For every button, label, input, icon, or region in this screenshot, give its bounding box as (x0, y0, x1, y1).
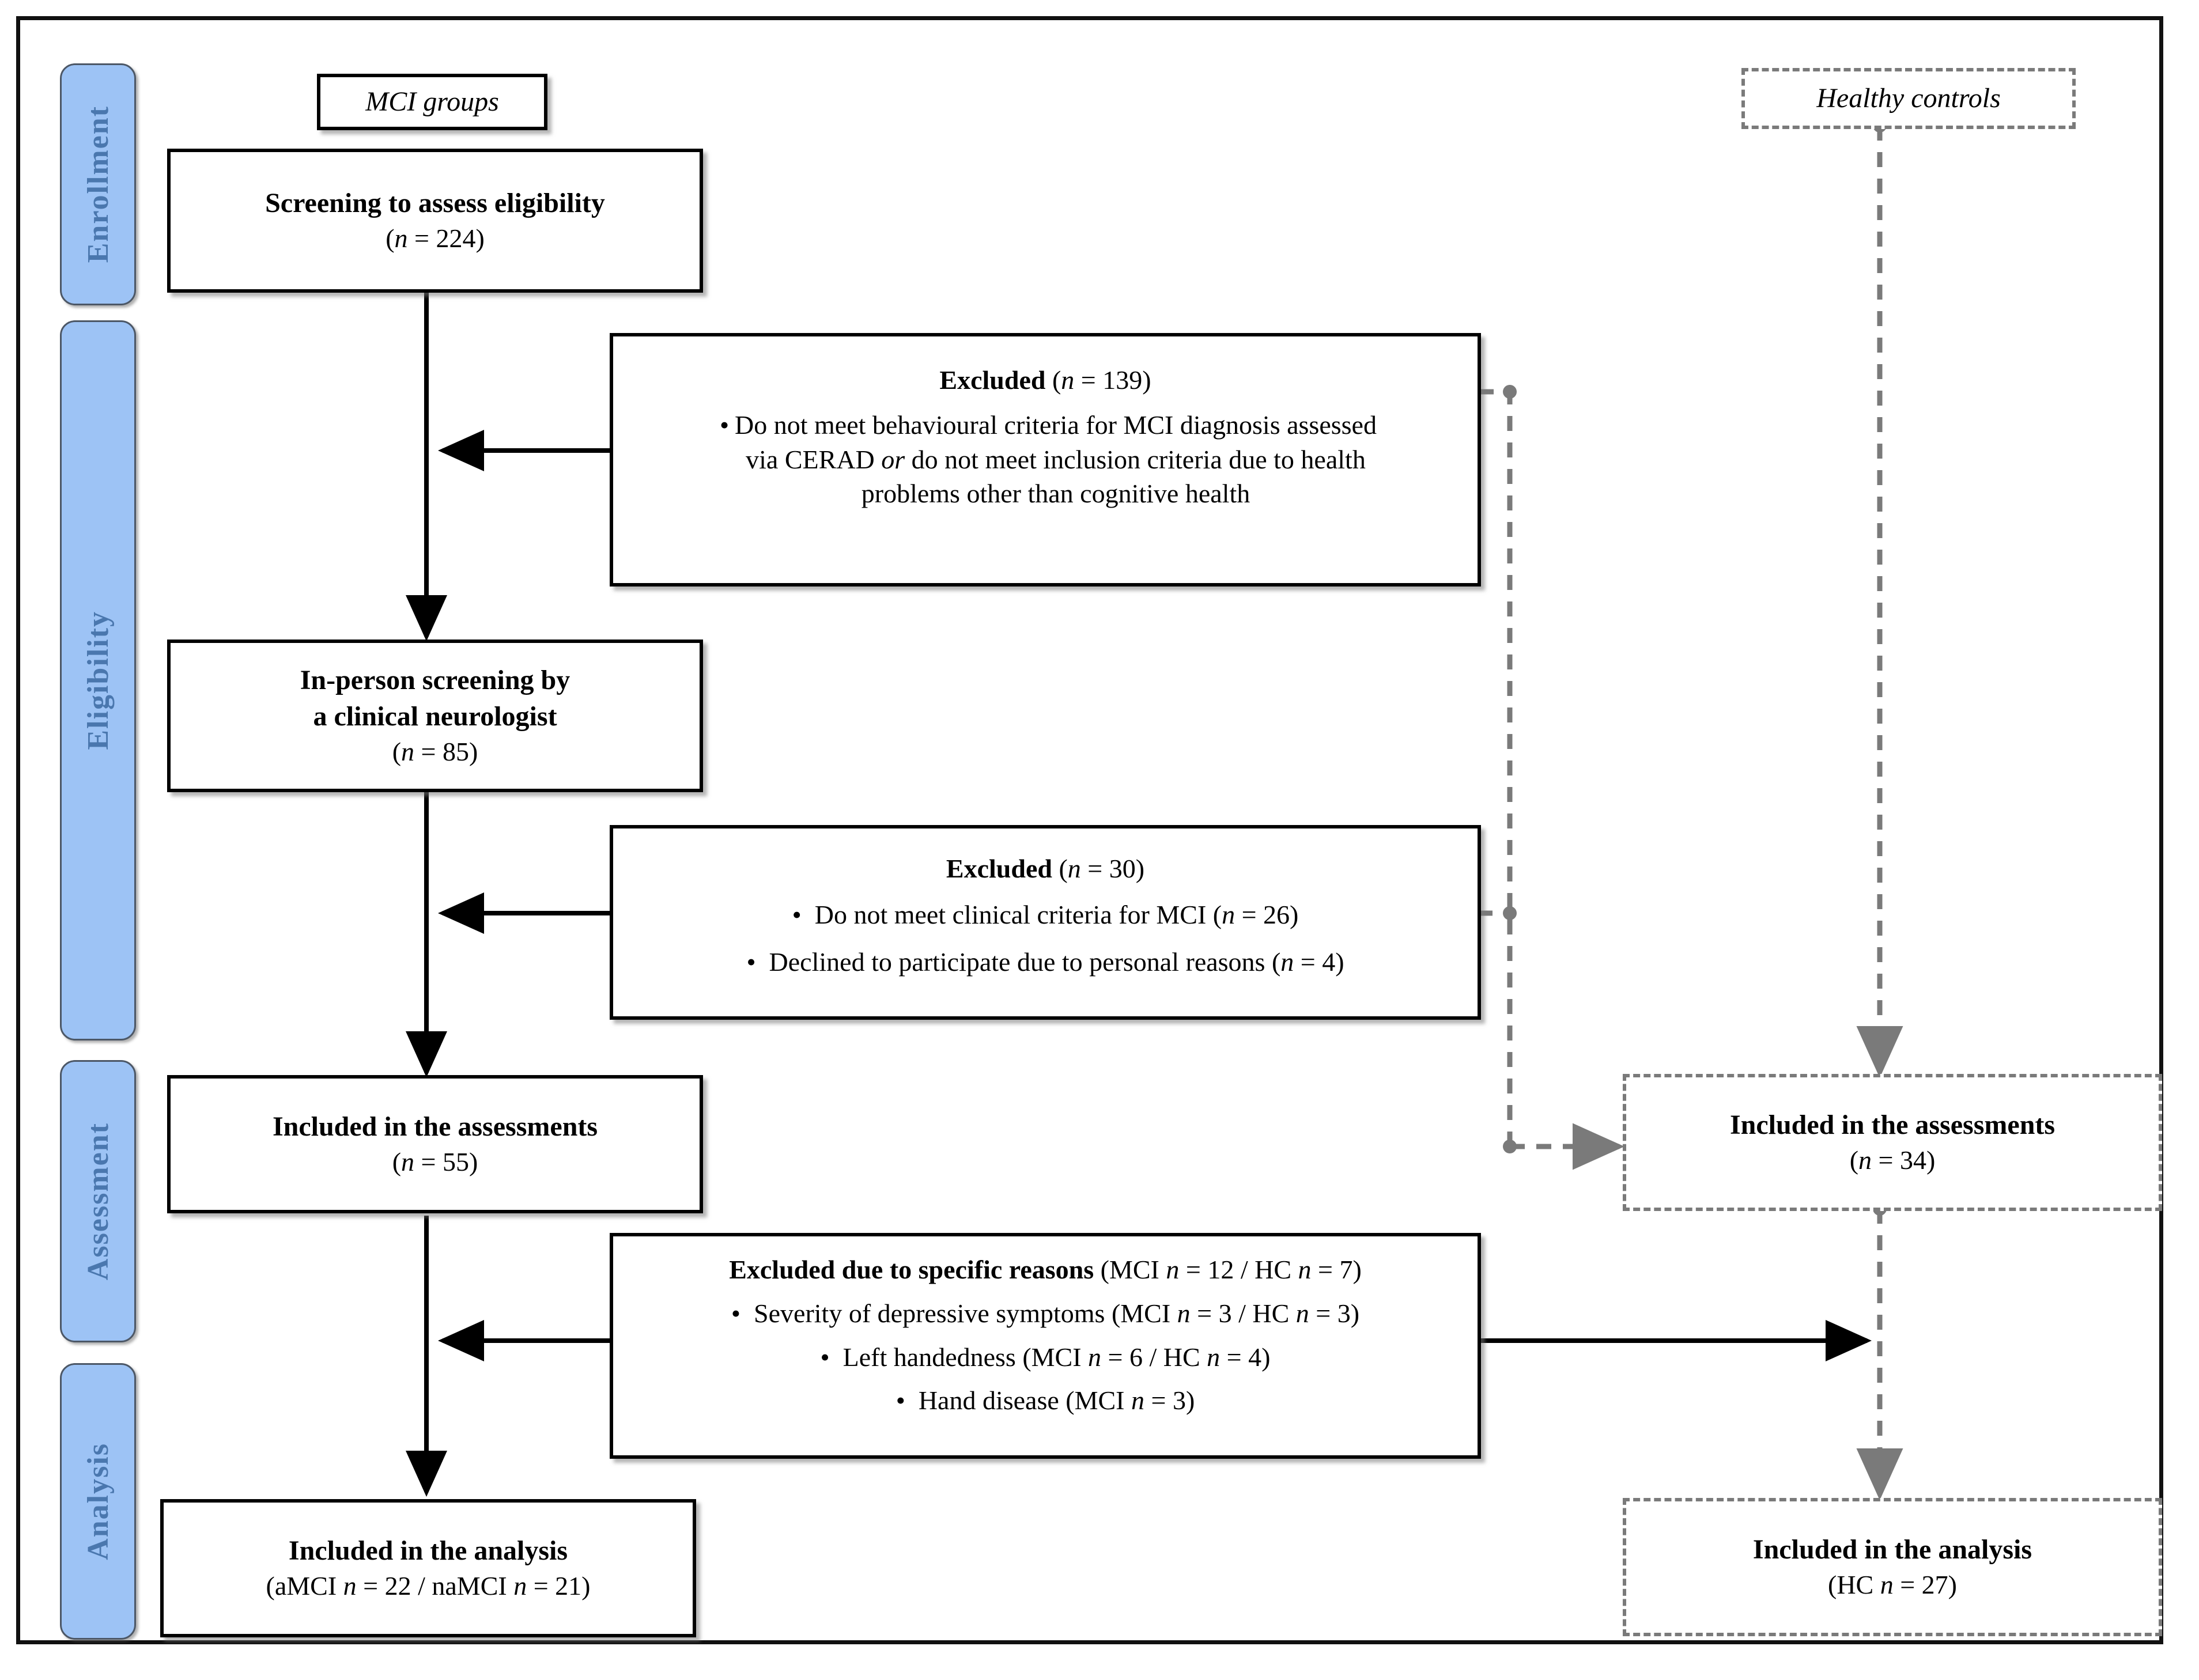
box-excluded-139: Excluded (n = 139) •Do not meet behaviou… (610, 333, 1481, 587)
box-assessments-hc: Included in the assessments (n = 34) (1623, 1074, 2162, 1211)
stage-bar-assessment: Assessment (60, 1060, 136, 1342)
stage-bar-enrollment: Enrollment (60, 63, 136, 305)
mci-groups-label: MCI groups (365, 86, 499, 117)
healthy-controls-label: Healthy controls (1816, 82, 2001, 113)
stage-label-eligibility: Eligibility (81, 611, 115, 750)
excluded-specific-bullet-1: • Severity of depressive symptoms (MCI n… (731, 1298, 1360, 1328)
excluded-specific-bullet-3: • Hand disease (MCI n = 3) (896, 1386, 1195, 1416)
excluded-139-bullet-1: •Do not meet behavioural criteria for MC… (719, 410, 1377, 509)
assessments-hc-title: Included in the assessments (1729, 1109, 2056, 1140)
excluded-139-heading: Excluded (n = 139) (939, 365, 1151, 395)
inperson-title-line1: In-person screening by (300, 665, 570, 696)
stage-label-assessment: Assessment (81, 1122, 115, 1281)
stage-label-enrollment: Enrollment (81, 105, 115, 263)
inperson-count: (n = 85) (392, 736, 478, 766)
analysis-hc-count: (HC n = 27) (1828, 1570, 1957, 1600)
excluded-specific-heading: Excluded due to specific reasons (MCI n … (729, 1255, 1362, 1284)
excluded-30-heading: Excluded (n = 30) (946, 854, 1145, 883)
box-excluded-specific-reasons: Excluded due to specific reasons (MCI n … (610, 1233, 1481, 1459)
excluded-30-bullet-1: • Do not meet clinical criteria for MCI … (792, 899, 1299, 929)
excluded-specific-bullet-2: • Left handedness (MCI n = 6 / HC n = 4) (820, 1342, 1271, 1372)
excluded-30-bullet-2: • Declined to participate due to persona… (746, 947, 1344, 977)
column-title-healthy-controls: Healthy controls (1741, 68, 2076, 129)
stage-bar-eligibility: Eligibility (60, 320, 136, 1040)
assessments-hc-count: (n = 34) (1849, 1145, 1936, 1175)
box-excluded-30: Excluded (n = 30) • Do not meet clinical… (610, 825, 1481, 1020)
screening-title: Screening to assess eligibility (265, 187, 605, 218)
analysis-hc-title: Included in the analysis (1752, 1534, 2032, 1565)
box-analysis-hc: Included in the analysis (HC n = 27) (1623, 1498, 2162, 1636)
stage-label-analysis: Analysis (81, 1443, 115, 1560)
box-assessments-mci: Included in the assessments (n = 55) (167, 1075, 703, 1213)
assessments-mci-count: (n = 55) (392, 1147, 478, 1177)
column-title-mci: MCI groups (317, 74, 547, 130)
inperson-title-line2: a clinical neurologist (313, 701, 557, 732)
assessments-mci-title: Included in the assessments (272, 1111, 598, 1142)
screening-count: (n = 224) (386, 224, 485, 253)
box-analysis-mci: Included in the analysis (aMCI n = 22 / … (160, 1499, 696, 1637)
stage-bar-analysis: Analysis (60, 1363, 136, 1640)
analysis-mci-title: Included in the analysis (288, 1535, 568, 1566)
box-inperson-screening: In-person screening by a clinical neurol… (167, 640, 703, 792)
analysis-mci-count: (aMCI n = 22 / naMCI n = 21) (266, 1571, 591, 1601)
box-screening-eligibility: Screening to assess eligibility (n = 224… (167, 149, 703, 293)
